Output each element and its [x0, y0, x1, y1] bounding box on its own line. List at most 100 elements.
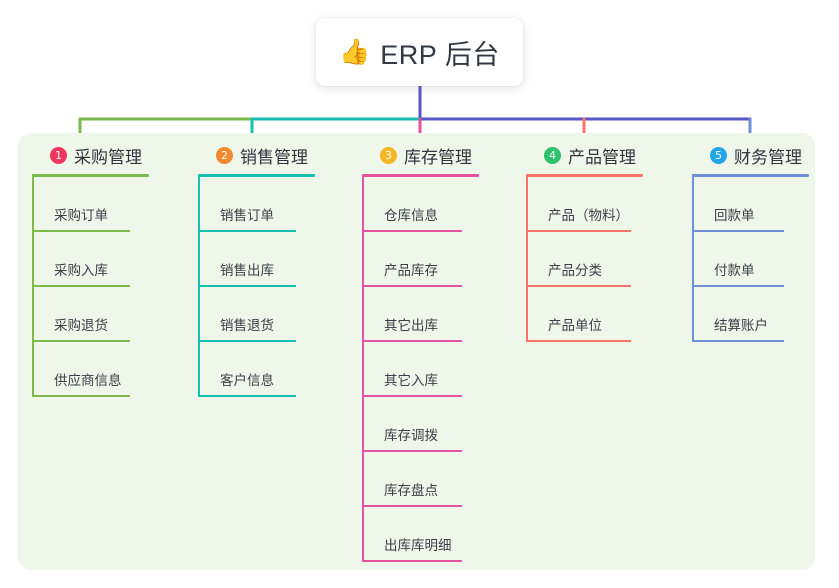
list-item-rule — [362, 560, 462, 562]
list-item-rule — [32, 285, 130, 287]
list-item-rule — [362, 340, 462, 342]
column-header-5[interactable]: 5 财务管理 — [692, 142, 809, 168]
column-title: 销售管理 — [240, 147, 308, 167]
column-badge-icon: 4 — [544, 146, 561, 164]
list-item-rule — [362, 230, 462, 232]
list-item[interactable]: 出库库明细 — [362, 507, 479, 562]
list-item-label: 销售订单 — [220, 208, 274, 223]
list-item[interactable]: 回款单 — [692, 177, 809, 232]
column-header-1[interactable]: 1 采购管理 — [32, 142, 149, 168]
list-item[interactable]: 付款单 — [692, 232, 809, 287]
list-item[interactable]: 采购退货 — [32, 287, 149, 342]
list-item-label: 结算账户 — [714, 318, 768, 333]
list-item[interactable]: 销售出库 — [198, 232, 315, 287]
list-item-label: 产品（物料） — [548, 208, 629, 223]
list-item[interactable]: 销售订单 — [198, 177, 315, 232]
list-item[interactable]: 产品库存 — [362, 232, 479, 287]
list-item-rule — [362, 450, 462, 452]
column-rule — [362, 174, 479, 177]
list-item-rule — [526, 230, 631, 232]
column-title: 产品管理 — [568, 147, 636, 167]
list-item[interactable]: 供应商信息 — [32, 342, 149, 397]
column-items: 采购订单采购入库采购退货供应商信息 — [32, 177, 149, 397]
column-items: 销售订单销售出库销售退货客户信息 — [198, 177, 315, 397]
root-node-content: 👍 ERP 后台 — [339, 33, 500, 72]
list-item-rule — [692, 340, 784, 342]
list-item-label: 采购退货 — [54, 318, 108, 333]
list-item[interactable]: 库存调拨 — [362, 397, 479, 452]
list-item-rule — [362, 505, 462, 507]
column-rule — [526, 174, 643, 177]
column-badge-icon: 3 — [380, 146, 397, 164]
list-item-rule — [198, 395, 296, 397]
column-header-4[interactable]: 4 产品管理 — [526, 142, 643, 168]
list-item-label: 付款单 — [714, 263, 755, 278]
list-item[interactable]: 库存盘点 — [362, 452, 479, 507]
list-item[interactable]: 产品单位 — [526, 287, 643, 342]
column-3: 3 库存管理仓库信息产品库存其它出库其它入库库存调拨库存盘点出库库明细 — [362, 142, 479, 562]
list-item[interactable]: 销售退货 — [198, 287, 315, 342]
column-title: 库存管理 — [404, 147, 472, 167]
list-item-rule — [198, 285, 296, 287]
list-item-rule — [32, 230, 130, 232]
list-item[interactable]: 产品（物料） — [526, 177, 643, 232]
list-item-label: 其它出库 — [384, 318, 438, 333]
root-node[interactable]: 👍 ERP 后台 — [316, 18, 523, 86]
column-items: 仓库信息产品库存其它出库其它入库库存调拨库存盘点出库库明细 — [362, 177, 479, 562]
list-item[interactable]: 其它入库 — [362, 342, 479, 397]
column-4: 4 产品管理产品（物料） 产品分类产品单位 — [526, 142, 643, 342]
column-rule — [32, 174, 149, 177]
list-item-rule — [362, 395, 462, 397]
list-item-rule — [692, 230, 784, 232]
list-item[interactable]: 其它出库 — [362, 287, 479, 342]
column-spine — [692, 177, 694, 342]
list-item-label: 其它入库 — [384, 373, 438, 388]
list-item-label: 客户信息 — [220, 373, 274, 388]
column-header-3[interactable]: 3 库存管理 — [362, 142, 479, 168]
list-item-label: 产品库存 — [384, 263, 438, 278]
list-item[interactable]: 采购入库 — [32, 232, 149, 287]
column-rule — [692, 174, 809, 177]
list-item-label: 回款单 — [714, 208, 755, 223]
column-badge-icon: 5 — [710, 146, 727, 164]
list-item[interactable]: 客户信息 — [198, 342, 315, 397]
list-item[interactable]: 产品分类 — [526, 232, 643, 287]
list-item[interactable]: 仓库信息 — [362, 177, 479, 232]
root-title: ERP 后台 — [380, 39, 500, 70]
list-item-rule — [526, 285, 631, 287]
list-item[interactable]: 采购订单 — [32, 177, 149, 232]
list-item[interactable]: 结算账户 — [692, 287, 809, 342]
list-item-rule — [362, 285, 462, 287]
list-item-rule — [526, 340, 631, 342]
list-item-label: 采购入库 — [54, 263, 108, 278]
list-item-label: 产品分类 — [548, 263, 602, 278]
column-header-2[interactable]: 2 销售管理 — [198, 142, 315, 168]
list-item-label: 销售退货 — [220, 318, 274, 333]
list-item-label: 产品单位 — [548, 318, 602, 333]
column-spine — [198, 177, 200, 397]
column-2: 2 销售管理销售订单销售出库销售退货客户信息 — [198, 142, 315, 397]
thumbs-up-icon: 👍 — [339, 37, 371, 66]
column-title: 财务管理 — [734, 147, 802, 167]
list-item-label: 库存盘点 — [384, 483, 438, 498]
list-item-rule — [198, 230, 296, 232]
column-rule — [198, 174, 315, 177]
column-spine — [526, 177, 528, 342]
column-title: 采购管理 — [74, 147, 142, 167]
column-spine — [362, 177, 364, 562]
content-panel — [18, 133, 815, 570]
list-item-label: 销售出库 — [220, 263, 274, 278]
column-1: 1 采购管理采购订单采购入库采购退货供应商信息 — [32, 142, 149, 397]
list-item-rule — [198, 340, 296, 342]
list-item-label: 出库库明细 — [384, 538, 452, 553]
list-item-rule — [32, 340, 130, 342]
column-badge-icon: 2 — [216, 146, 233, 164]
column-5: 5 财务管理回款单付款单结算账户 — [692, 142, 809, 342]
list-item-label: 采购订单 — [54, 208, 108, 223]
column-spine — [32, 177, 34, 397]
column-badge-icon: 1 — [50, 146, 67, 164]
column-items: 回款单付款单结算账户 — [692, 177, 809, 342]
list-item-label: 供应商信息 — [54, 373, 122, 388]
list-item-label: 库存调拨 — [384, 428, 438, 443]
